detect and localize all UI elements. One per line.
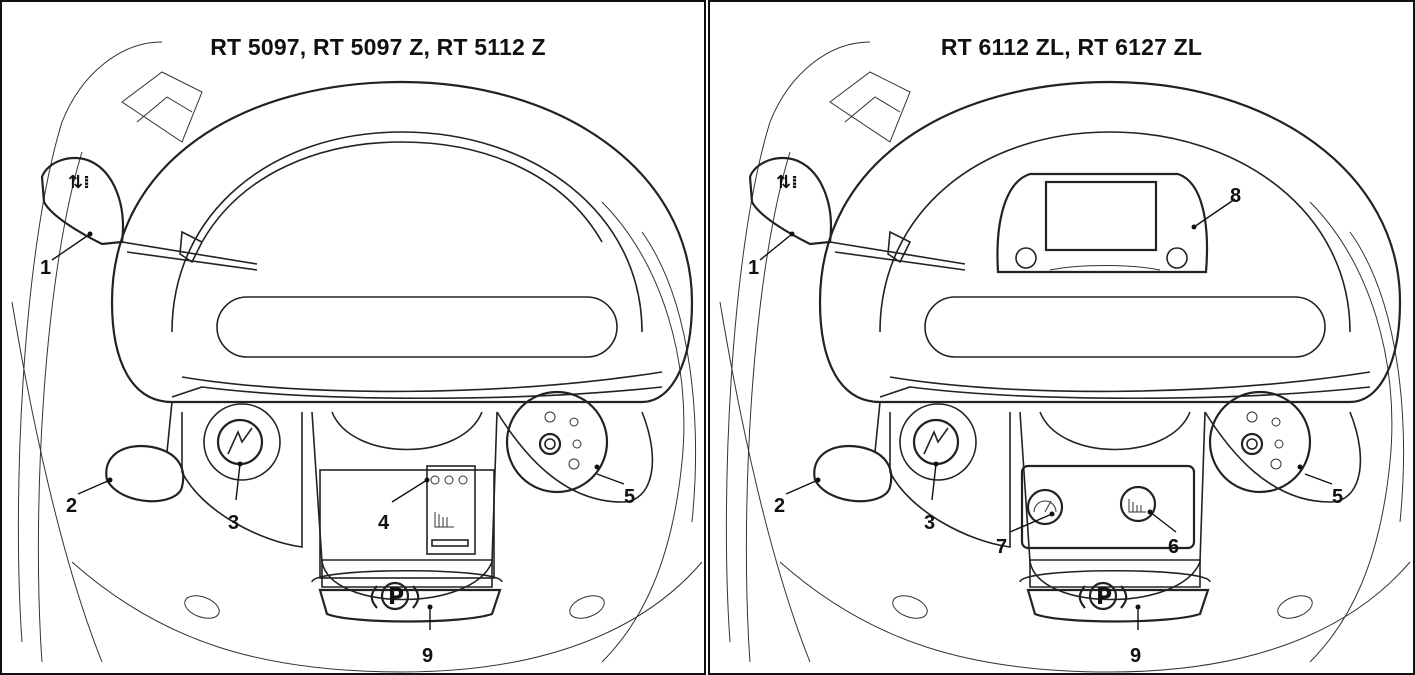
- ignition-switch-icon: [544, 411, 582, 470]
- svg-text:⇅⁞: ⇅⁞: [776, 172, 798, 193]
- pto-switch-icon: [1119, 485, 1157, 523]
- parking-brake-icon: P: [1078, 581, 1128, 611]
- callout-2: 2: [66, 495, 77, 517]
- callout-9: 9: [1130, 645, 1141, 667]
- callout-8: 8: [1230, 185, 1241, 207]
- gear-shift-lever-icon: ⇅⁞: [776, 172, 798, 193]
- pto-switch-icon: [434, 512, 454, 528]
- display-screen-icon: [1044, 180, 1158, 252]
- steering-console-drawing-left: ⇅⁞: [11, 41, 703, 673]
- cruise-control-icon: [1026, 488, 1064, 526]
- callout-9: 9: [422, 645, 433, 667]
- turn-signal-lever-icon: [813, 444, 893, 503]
- callout-6: 6: [1168, 536, 1179, 558]
- hazard-switch-icon: [923, 427, 949, 455]
- svg-text:⇅⁞: ⇅⁞: [68, 172, 90, 193]
- callout-3: 3: [228, 512, 239, 534]
- panel-title: RT 5097, RT 5097 Z, RT 5112 Z: [210, 34, 546, 60]
- svg-text:P: P: [1096, 585, 1112, 610]
- diagram-panel-left: ⇅⁞: [0, 0, 706, 675]
- gear-shift-lever-icon: ⇅⁞: [68, 172, 90, 193]
- callout-1: 1: [40, 257, 51, 279]
- callout-5: 5: [1332, 486, 1343, 508]
- callout-2: 2: [774, 495, 785, 517]
- callout-3: 3: [924, 512, 935, 534]
- callout-5: 5: [624, 486, 635, 508]
- steering-console-drawing-right: ⇅⁞: [719, 41, 1411, 673]
- hazard-switch-icon: [227, 427, 253, 455]
- callout-1: 1: [748, 257, 759, 279]
- turn-signal-lever-icon: [105, 444, 185, 503]
- panel-title: RT 6112 ZL, RT 6127 ZL: [940, 34, 1203, 60]
- svg-text:P: P: [388, 585, 404, 610]
- callout-4: 4: [378, 512, 390, 534]
- diagram-panel-right: ⇅⁞: [708, 0, 1415, 675]
- parking-brake-icon: P: [370, 581, 420, 611]
- callout-7: 7: [996, 536, 1007, 558]
- ignition-switch-icon: [1246, 411, 1284, 470]
